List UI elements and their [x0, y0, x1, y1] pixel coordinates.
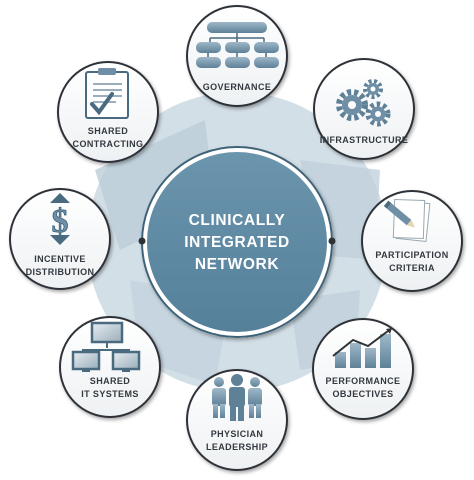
node-incentive-distribution: $ INCENTIVE DISTRIBUTION [9, 188, 111, 290]
node-infrastructure-label: INFRASTRUCTURE [320, 135, 409, 145]
node-governance: GOVERNANCE [186, 5, 288, 107]
node-shared-contracting-line-2: CONTRACTING [73, 139, 144, 149]
bar-chart-icon [332, 327, 393, 368]
hub-title-line-3: NETWORK [195, 256, 279, 273]
svg-text:$: $ [52, 203, 69, 240]
node-shared-contracting: SHARED CONTRACTING [57, 61, 159, 163]
node-infrastructure: INFRASTRUCTURE [313, 58, 415, 160]
node-physician-leadership: PHYSICIAN LEADERSHIP [186, 369, 288, 471]
org-chart-icon [196, 22, 279, 68]
gears-icon [336, 79, 391, 127]
node-performance-objectives-line-2: OBJECTIVES [332, 389, 393, 399]
node-performance-objectives-line-1: PERFORMANCE [326, 376, 401, 386]
node-participation-criteria-line-2: CRITERIA [389, 263, 435, 273]
node-shared-it-systems-line-1: SHARED [90, 376, 131, 386]
hub-connector-left [138, 237, 146, 245]
node-incentive-distribution-line-1: INCENTIVE [34, 254, 86, 264]
pencil-paper-icon [383, 198, 431, 243]
node-physician-leadership-line-2: LEADERSHIP [206, 442, 268, 452]
node-participation-criteria-line-1: PARTICIPATION [375, 250, 448, 260]
node-incentive-distribution-line-2: DISTRIBUTION [26, 267, 95, 277]
node-shared-it-systems-line-2: IT SYSTEMS [81, 389, 139, 399]
hub-title-line-1: CLINICALLY [189, 212, 286, 229]
monitors-icon [71, 321, 141, 372]
people-icon [212, 374, 262, 421]
node-physician-leadership-line-1: PHYSICIAN [211, 429, 264, 439]
hub-title-line-2: INTEGRATED [184, 234, 290, 251]
contract-icon [85, 68, 129, 119]
central-hub: CLINICALLY INTEGRATED NETWORK [138, 146, 336, 338]
node-performance-objectives: PERFORMANCE OBJECTIVES [312, 318, 414, 420]
node-shared-it-systems: SHARED IT SYSTEMS [59, 316, 161, 418]
dollar-icon: $ [50, 193, 70, 245]
node-participation-criteria: PARTICIPATION CRITERIA [361, 190, 463, 292]
node-governance-label: GOVERNANCE [203, 82, 272, 92]
hub-connector-right [328, 237, 336, 245]
node-shared-contracting-line-1: SHARED [88, 126, 129, 136]
